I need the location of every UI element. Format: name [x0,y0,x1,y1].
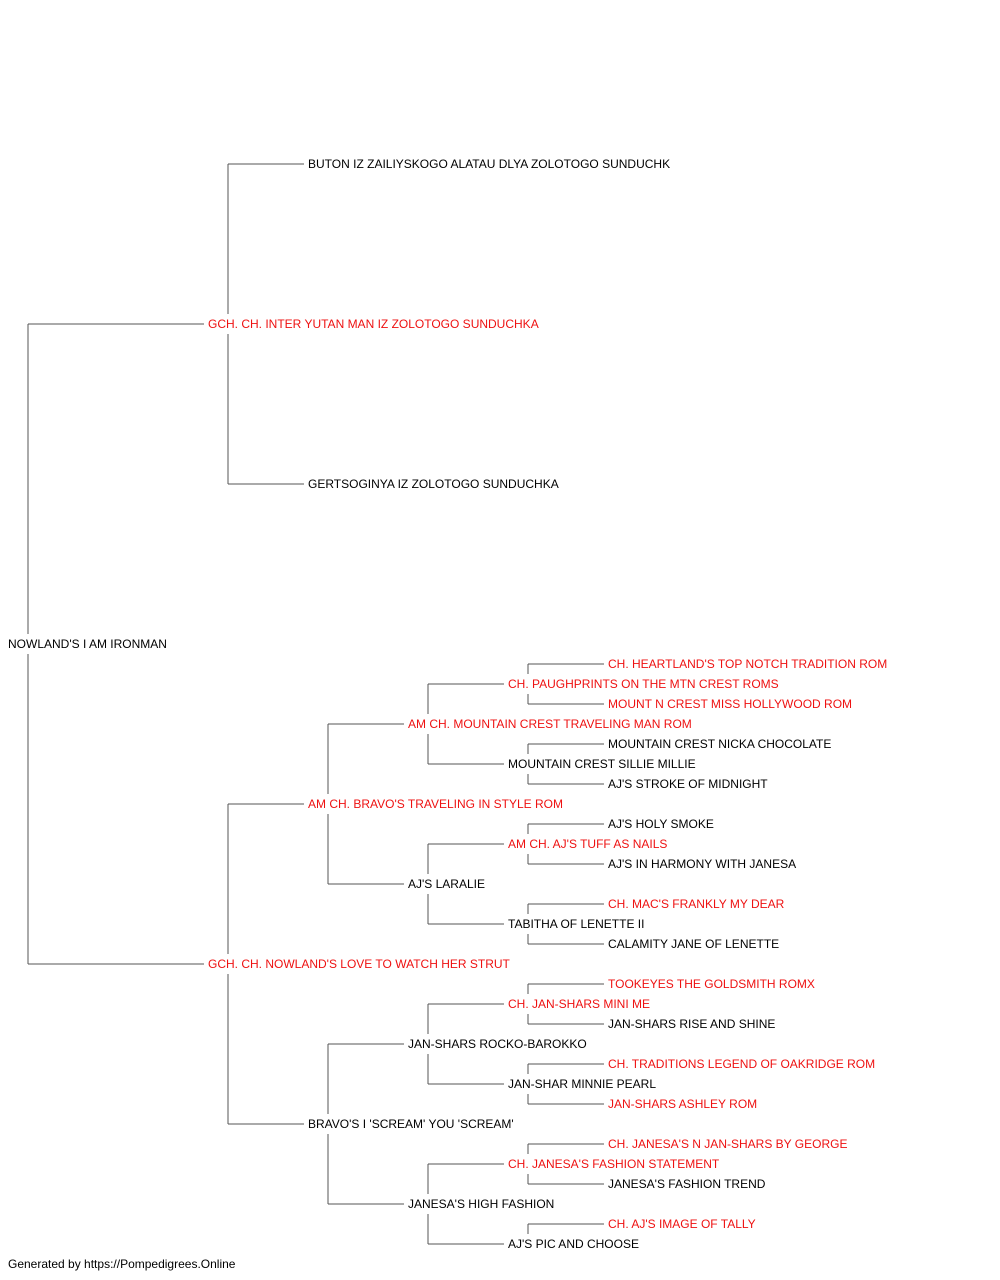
pedigree-name: AM CH. AJ'S TUFF AS NAILS [508,837,667,851]
pedigree-name: AJ'S HOLY SMOKE [608,817,714,831]
pedigree-name: CH. JANESA'S FASHION STATEMENT [508,1157,720,1171]
pedigree-name: MOUNTAIN CREST SILLIE MILLIE [508,757,696,771]
pedigree-name: AM CH. BRAVO'S TRAVELING IN STYLE ROM [308,797,563,811]
pedigree-name: AM CH. MOUNTAIN CREST TRAVELING MAN ROM [408,717,692,731]
pedigree-name: AJ'S IN HARMONY WITH JANESA [608,857,796,871]
pedigree-name: GCH. CH. INTER YUTAN MAN IZ ZOLOTOGO SUN… [208,317,539,331]
pedigree-name: JAN-SHAR MINNIE PEARL [508,1077,656,1091]
pedigree-name: JAN-SHARS ROCKO-BAROKKO [408,1037,587,1051]
pedigree-name: JAN-SHARS RISE AND SHINE [608,1017,775,1031]
pedigree-name: JANESA'S HIGH FASHION [408,1197,554,1211]
pedigree-name: CH. JAN-SHARS MINI ME [508,997,650,1011]
pedigree-name: AJ'S STROKE OF MIDNIGHT [608,777,768,791]
pedigree-name: MOUNT N CREST MISS HOLLYWOOD ROM [608,697,852,711]
pedigree-name: JANESA'S FASHION TREND [608,1177,766,1191]
pedigree-name: CH. TRADITIONS LEGEND OF OAKRIDGE ROM [608,1057,875,1071]
pedigree-name: CH. MAC'S FRANKLY MY DEAR [608,897,785,911]
pedigree-name: BRAVO'S I 'SCREAM' YOU 'SCREAM' [308,1117,514,1131]
pedigree-name: MOUNTAIN CREST NICKA CHOCOLATE [608,737,831,751]
pedigree-name: CALAMITY JANE OF LENETTE [608,937,779,951]
pedigree-name: CH. JANESA'S N JAN-SHARS BY GEORGE [608,1137,847,1151]
pedigree-name: GERTSOGINYA IZ ZOLOTOGO SUNDUCHKA [308,477,559,491]
pedigree-tree: NOWLAND'S I AM IRONMAN GCH. CH. INTER YUT… [8,157,887,1250]
pedigree-name: TOOKEYES THE GOLDSMITH ROMX [608,977,815,991]
pedigree-name: CH. PAUGHPRINTS ON THE MTN CREST ROMS [508,677,779,691]
pedigree-name: AJ'S PIC AND CHOOSE [508,1237,639,1250]
pedigree-name: TABITHA OF LENETTE II [508,917,644,931]
pedigree-name: CH. AJ'S IMAGE OF TALLY [608,1217,756,1231]
pedigree-name: NOWLAND'S I AM IRONMAN [8,637,167,651]
pedigree-name: GCH. CH. NOWLAND'S LOVE TO WATCH HER STR… [208,957,511,971]
pedigree-name: BUTON IZ ZAILIYSKOGO ALATAU DLYA ZOLOTOG… [308,157,670,171]
pedigree-name: JAN-SHARS ASHLEY ROM [608,1097,757,1111]
footer-credit: Generated by https://Pompedigrees.Online [8,1257,236,1271]
pedigree-name: AJ'S LARALIE [408,877,485,891]
pedigree-name: CH. HEARTLAND'S TOP NOTCH TRADITION ROM [608,657,887,671]
